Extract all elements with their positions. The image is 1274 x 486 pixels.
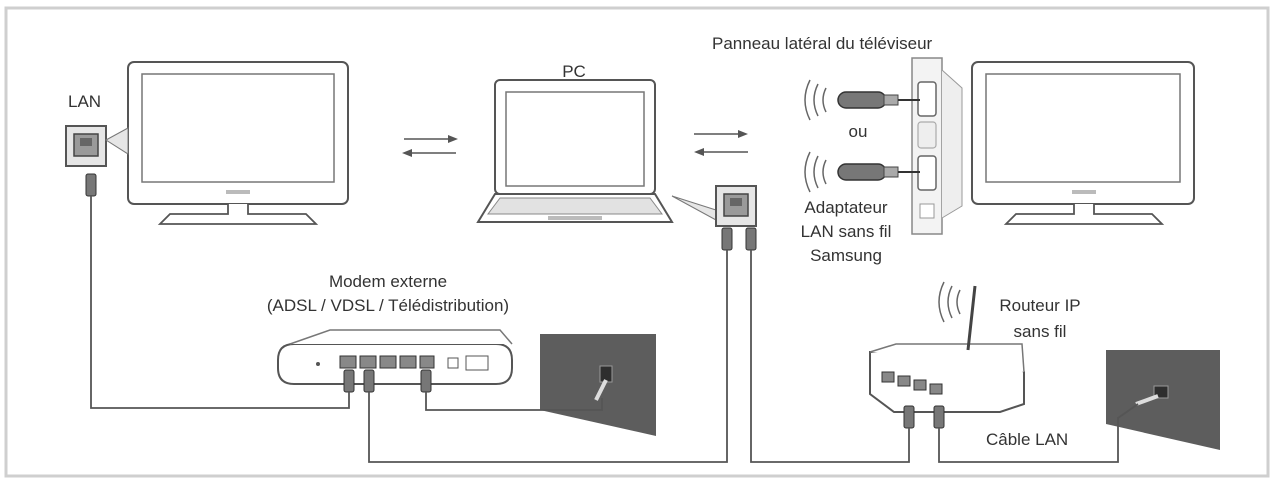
right-tv-screen <box>985 73 1181 183</box>
pc-plug-right <box>745 227 757 251</box>
modem-switch <box>465 355 489 371</box>
cables <box>90 196 1139 463</box>
laptop-screen <box>505 91 645 187</box>
usb-port-bottom <box>917 155 937 191</box>
lan-port-box <box>65 125 107 167</box>
external-modem <box>277 329 513 393</box>
av-port <box>919 203 935 219</box>
router-antenna <box>966 285 977 351</box>
cable-pc-router <box>750 250 910 463</box>
side-panel-pointer <box>941 69 963 219</box>
arrows-tv-pc <box>402 135 458 157</box>
laptop-keyboard <box>487 197 663 215</box>
router-plug-1 <box>903 405 915 429</box>
modem-port-5 <box>419 355 435 369</box>
lan-callout-pointer <box>105 127 129 155</box>
left-tv-stand <box>157 204 319 225</box>
router-wave-2 <box>947 285 953 319</box>
tv-side-panel <box>911 57 963 235</box>
cable-tv-modem <box>90 196 350 409</box>
modem-top <box>289 329 513 345</box>
right-tv <box>971 61 1195 225</box>
wireless-dongle-top <box>804 79 920 121</box>
cable-modem-pc <box>368 250 728 463</box>
usb-port-top <box>917 81 937 117</box>
pc-plug-left <box>721 227 733 251</box>
lan-port-callout <box>65 125 129 197</box>
left-tv-logo <box>226 190 250 194</box>
modem-port-3 <box>379 355 397 369</box>
cable-modem-wall <box>425 392 603 411</box>
modem-plug-2 <box>363 369 375 393</box>
router-wave-3 <box>938 281 945 323</box>
hdmi-port <box>917 121 937 149</box>
router-label-line2: sans fil <box>1013 322 1067 341</box>
left-tv-plug <box>85 173 97 197</box>
wall-right <box>1106 350 1220 450</box>
modem-port-1 <box>339 355 357 369</box>
modem-power-port <box>447 357 459 369</box>
pc-lan-callout <box>671 185 757 251</box>
wall-plug-left <box>594 379 608 401</box>
modem-plug-1 <box>343 369 355 393</box>
left-tv-screen <box>141 73 335 183</box>
modem-port-4 <box>399 355 417 369</box>
adapter-label-line2: LAN sans fil <box>800 222 892 241</box>
lan-label: LAN <box>68 92 102 111</box>
modem-port-2 <box>359 355 377 369</box>
modem-plug-3 <box>420 369 432 393</box>
right-tv-logo <box>1072 190 1096 194</box>
wall-plug-right <box>1135 394 1159 406</box>
left-tv <box>127 61 349 225</box>
router-top <box>869 343 1025 373</box>
right-tv-stand <box>1003 204 1165 225</box>
ou-label: ou <box>848 122 868 141</box>
arrows-pc-tv <box>694 130 748 156</box>
router-label-line1: Routeur IP <box>999 296 1081 315</box>
adapter-label-line3: Samsung <box>810 246 882 265</box>
laptop-pc <box>476 79 674 223</box>
pc-lan-port-box <box>715 185 757 227</box>
laptop-touchpad <box>548 216 602 220</box>
cable-router-wall <box>938 403 1139 463</box>
router-plug-2 <box>933 405 945 429</box>
router-port-1 <box>881 371 895 383</box>
pc-label: PC <box>562 62 586 81</box>
wall-jack-left <box>599 365 613 383</box>
router-wave-1 <box>956 289 961 315</box>
modem-led <box>316 362 320 366</box>
wireless-router <box>869 281 1025 429</box>
router-port-4 <box>929 383 943 395</box>
wall-outlet-right <box>1106 350 1220 450</box>
pc-lan-port-contacts <box>730 198 742 206</box>
modem-label-line2: (ADSL / VDSL / Télédistribution) <box>266 296 510 315</box>
lan-port-contacts <box>80 138 92 146</box>
router-port-3 <box>913 379 927 391</box>
tv-side-panel-label: Panneau latéral du téléviseur <box>712 34 933 53</box>
adapter-label-line1: Adaptateur <box>804 198 888 217</box>
router-port-2 <box>897 375 911 387</box>
wireless-dongle-bottom <box>804 151 920 193</box>
lan-cable-label: Câble LAN <box>986 430 1069 449</box>
modem-label-line1: Modem externe <box>328 272 448 291</box>
